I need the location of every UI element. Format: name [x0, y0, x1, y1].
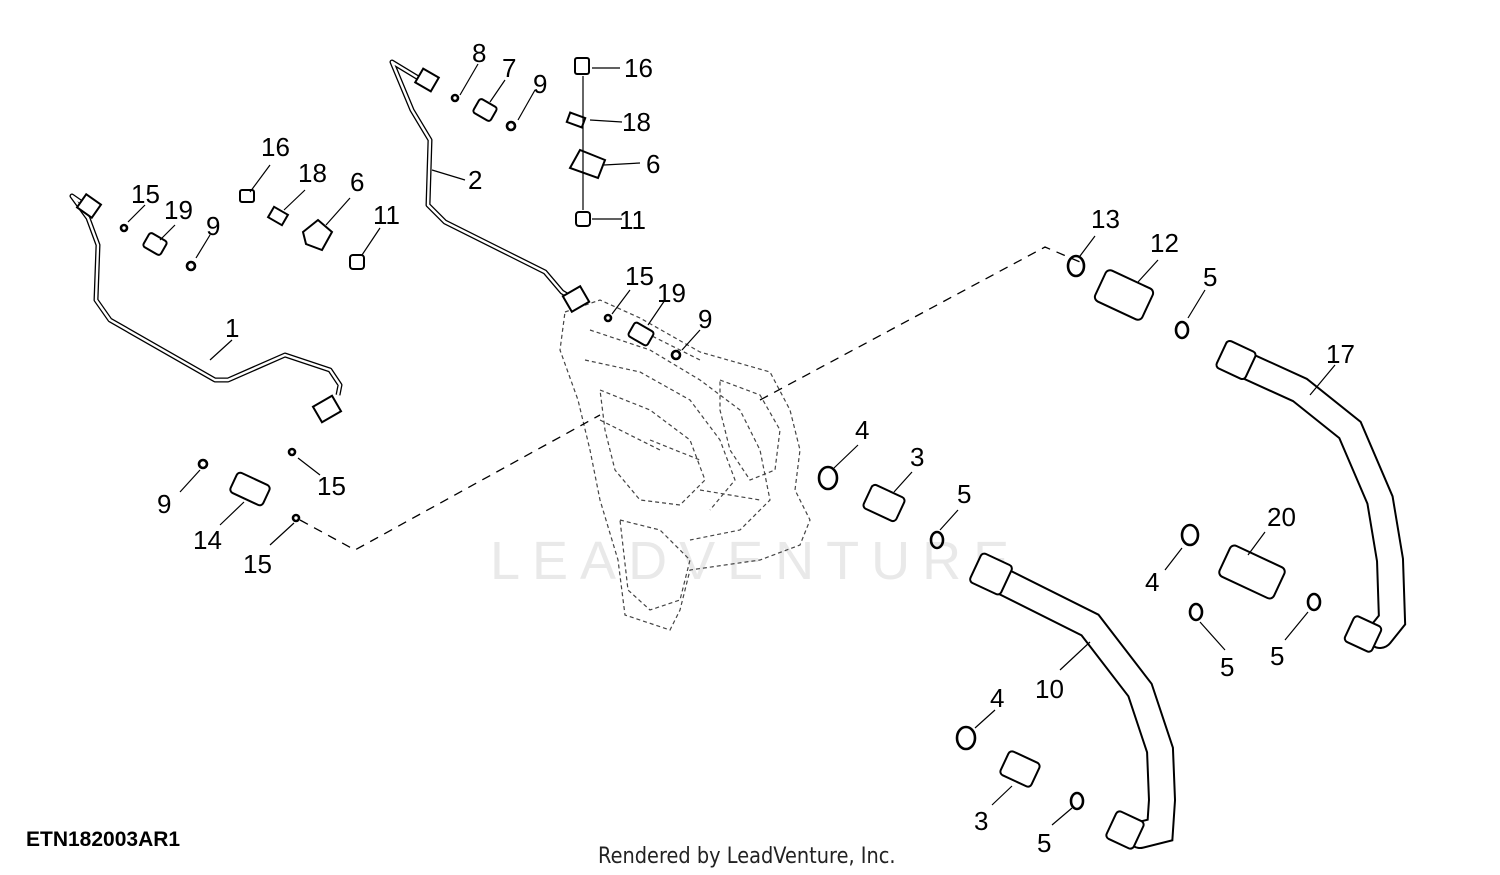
credit-text: Rendered by LeadVenture, Inc. — [598, 844, 896, 869]
tube-line-1 — [69, 192, 343, 424]
adapter-upper — [817, 465, 945, 550]
tee-20 — [1180, 523, 1322, 622]
callout-12: 12 — [1150, 228, 1179, 258]
callout-15: 15 — [131, 179, 160, 209]
callout-16: 16 — [261, 132, 290, 162]
callout-17: 17 — [1326, 339, 1355, 369]
callout-5: 5 — [957, 479, 971, 509]
valve-body — [559, 299, 811, 631]
callout-15: 15 — [243, 549, 272, 579]
callout-16: 16 — [624, 53, 653, 83]
callout-19: 19 — [657, 278, 686, 308]
tube-line-2 — [389, 59, 591, 314]
callout-9: 9 — [157, 489, 171, 519]
callout-2: 2 — [468, 165, 482, 195]
callout-9: 9 — [533, 69, 547, 99]
callout-18: 18 — [298, 158, 327, 188]
callout-7: 7 — [502, 53, 516, 83]
watermark: LEADVENTURE — [490, 531, 1022, 591]
callout-5: 5 — [1037, 828, 1051, 858]
leader-lines — [127, 63, 1336, 826]
callout-15: 15 — [625, 261, 654, 291]
callout-9: 9 — [206, 211, 220, 241]
hose-17 — [1215, 339, 1407, 653]
callout-11: 11 — [619, 205, 646, 235]
callout-6: 6 — [350, 167, 364, 197]
callout-5: 5 — [1270, 641, 1284, 671]
callout-15: 15 — [317, 471, 346, 501]
fittings-group-mid — [603, 313, 682, 361]
callout-4: 4 — [1145, 567, 1159, 597]
callout-14: 14 — [193, 525, 222, 555]
callout-4: 4 — [855, 415, 869, 445]
callout-3: 3 — [974, 806, 988, 836]
figure-id: ETN182003AR1 — [26, 828, 181, 851]
callout-5: 5 — [1220, 652, 1234, 682]
callout-1: 1 — [225, 313, 239, 343]
callout-18: 18 — [622, 107, 651, 137]
callout-8: 8 — [472, 38, 486, 68]
assembly-lines — [299, 246, 1081, 551]
callout-4: 4 — [990, 683, 1004, 713]
callout-11: 11 — [373, 200, 400, 230]
callout-13: 13 — [1091, 204, 1120, 234]
fittings-group-top — [450, 57, 607, 227]
callout-3: 3 — [910, 442, 924, 472]
callouts: 1 2 3 3 4 4 4 5 5 5 5 5 6 6 7 8 9 9 9 9 … — [131, 38, 1355, 858]
callout-10: 10 — [1035, 674, 1064, 704]
coupler-12 — [1066, 254, 1190, 340]
callout-6: 6 — [646, 149, 660, 179]
callout-19: 19 — [164, 195, 193, 225]
callout-20: 20 — [1267, 502, 1296, 532]
callout-5: 5 — [1203, 262, 1217, 292]
tee-fitting — [197, 447, 301, 523]
adapter-lower — [955, 725, 1085, 811]
callout-9: 9 — [698, 304, 712, 334]
hose-10 — [969, 552, 1177, 850]
